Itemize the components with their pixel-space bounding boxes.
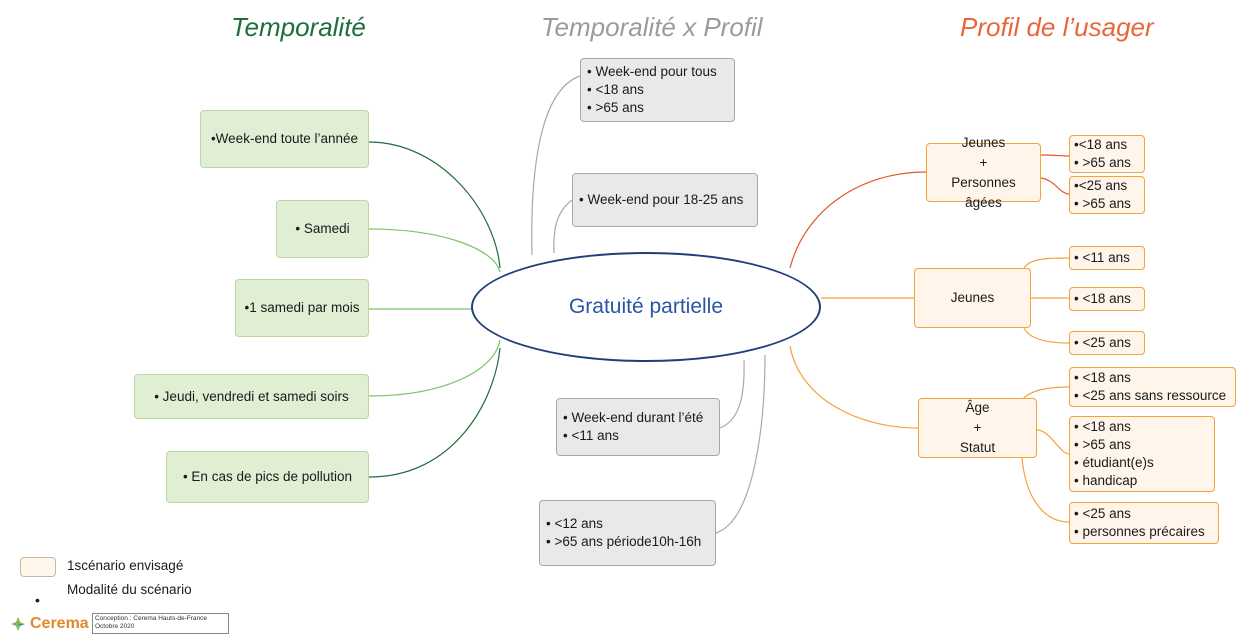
list-item: •<18 ans bbox=[1074, 137, 1128, 152]
temporalite-label: • Samedi bbox=[295, 221, 350, 236]
profil-leaf-2: •<25 ans • >65 ans bbox=[1069, 176, 1145, 214]
link-12-ans bbox=[715, 354, 766, 534]
profil-leaf-5: • <25 ans bbox=[1069, 331, 1145, 355]
list-item: • <18 ans bbox=[1074, 419, 1131, 434]
list-item: • handicap bbox=[1074, 473, 1138, 488]
temporalite-label: •1 samedi par mois bbox=[244, 300, 360, 315]
link-jeunes-agees bbox=[789, 171, 927, 269]
profil-leaf-3: • <11 ans bbox=[1069, 246, 1145, 270]
list-item: • personnes précaires bbox=[1074, 524, 1205, 539]
temporalite-label: •Week-end toute l’année bbox=[210, 131, 359, 146]
link-leaf-2 bbox=[1040, 177, 1070, 195]
group-label-line: Personnes âgées bbox=[951, 174, 1016, 210]
profil-leaf-1: •<18 ans • >65 ans bbox=[1069, 135, 1145, 173]
list-item: • <18 ans bbox=[587, 82, 644, 97]
list-item: • <18 ans bbox=[1074, 370, 1131, 385]
profil-leaf-8: • <25 ans • personnes précaires bbox=[1069, 502, 1219, 544]
link-weekend-ete bbox=[719, 359, 745, 429]
temporalite-label: • Jeudi, vendredi et samedi soirs bbox=[154, 388, 349, 404]
link-leaf-3 bbox=[1023, 257, 1070, 269]
temporalite-box-3: •1 samedi par mois bbox=[235, 279, 369, 337]
link-pollution bbox=[368, 347, 501, 478]
list-item: • étudiant(e)s bbox=[1074, 455, 1154, 470]
profil-leaf-7: • <18 ans • >65 ans • étudiant(e)s • han… bbox=[1069, 416, 1215, 492]
list-item: • <25 ans bbox=[1074, 335, 1131, 350]
credit-line: Octobre 2020 bbox=[95, 623, 135, 630]
temporalite-box-1: •Week-end toute l’année bbox=[200, 110, 369, 168]
legend-modalite-label: Modalité du scénario bbox=[67, 582, 192, 597]
list-item: • <18 ans bbox=[1074, 291, 1131, 306]
link-leaf-7 bbox=[1036, 429, 1070, 455]
profil-group-jeunes-agees: Jeunes + Personnes âgées bbox=[926, 135, 1041, 210]
temporalite-box-2: • Samedi bbox=[276, 200, 369, 258]
link-jeudi bbox=[368, 339, 501, 397]
credit-box: Conception : Cerema Hauts-de-France Octo… bbox=[92, 613, 229, 634]
group-label-line: Âge bbox=[965, 400, 990, 415]
list-item: • >65 ans bbox=[587, 100, 644, 115]
temporalite-profil-box-1: • Week-end pour tous • <18 ans • >65 ans bbox=[580, 58, 735, 122]
list-item: • <12 ans bbox=[546, 516, 603, 531]
list-item: • <11 ans bbox=[1074, 250, 1130, 265]
list-item: • >65 ans période10h-16h bbox=[546, 534, 702, 549]
cerema-logo-text: Cerema bbox=[30, 615, 89, 632]
title-profil-usager: Profil de l’usager bbox=[960, 12, 1154, 42]
profil-leaf-6: • <18 ans • <25 ans sans ressource bbox=[1069, 367, 1236, 407]
group-label-line: + bbox=[973, 420, 982, 435]
group-label-line: Statut bbox=[959, 440, 996, 455]
legend-scenario-label: 1scénario envisagé bbox=[67, 558, 184, 573]
legend-bullet-symbol: • bbox=[35, 592, 40, 608]
group-label-line: Jeunes bbox=[961, 134, 1006, 150]
link-weekend-tous bbox=[531, 75, 581, 256]
title-temporalite: Temporalité bbox=[231, 12, 366, 42]
link-leaf-8 bbox=[1021, 457, 1070, 523]
list-item: • >65 ans bbox=[1074, 196, 1131, 211]
list-item: • <25 ans bbox=[1074, 506, 1131, 521]
temporalite-box-5: • En cas de pics de pollution bbox=[166, 451, 369, 503]
profil-group-jeunes: Jeunes bbox=[914, 268, 1031, 328]
temporalite-profil-box-3: • Week-end durant l’été • <11 ans bbox=[556, 398, 720, 456]
credit-line: Conception : Cerema Hauts-de-France bbox=[95, 615, 207, 622]
legend-scenario-swatch bbox=[20, 557, 56, 577]
temporalite-profil-box-2: • Week-end pour 18-25 ans bbox=[572, 173, 758, 227]
link-leaf-1 bbox=[1040, 154, 1070, 157]
center-node: Gratuité partielle bbox=[471, 252, 821, 362]
group-label-line: + bbox=[979, 154, 988, 170]
link-leaf-6 bbox=[1021, 386, 1070, 401]
temporalite-box-4: • Jeudi, vendredi et samedi soirs bbox=[134, 374, 369, 419]
temporalite-label: • En cas de pics de pollution bbox=[182, 469, 353, 484]
list-item: • Week-end durant l’été bbox=[563, 410, 704, 425]
link-leaf-5 bbox=[1023, 327, 1070, 344]
group-label-line: Jeunes bbox=[950, 290, 995, 305]
list-item: • <25 ans sans ressource bbox=[1074, 388, 1227, 403]
list-item: • >65 ans bbox=[1074, 437, 1131, 452]
title-temporalite-profil: Temporalité x Profil bbox=[541, 12, 763, 42]
list-item: • >65 ans bbox=[1074, 155, 1131, 170]
list-item: • <11 ans bbox=[563, 428, 619, 443]
link-samedi bbox=[368, 228, 501, 273]
cerema-logo: Cerema bbox=[10, 615, 89, 633]
link-age-statut bbox=[789, 345, 919, 429]
temporalite-profil-box-4: • <12 ans • >65 ans période10h-16h bbox=[539, 500, 716, 566]
center-label: Gratuité partielle bbox=[568, 295, 724, 318]
profil-leaf-4: • <18 ans bbox=[1069, 287, 1145, 311]
cerema-logo-icon bbox=[11, 617, 25, 631]
list-item: • Week-end pour 18-25 ans bbox=[579, 192, 744, 207]
link-weekend-18-25 bbox=[553, 199, 573, 254]
list-item: • Week-end pour tous bbox=[587, 64, 717, 79]
list-item: •<25 ans bbox=[1074, 178, 1128, 193]
link-weekend-annee bbox=[368, 141, 501, 269]
profil-group-age-statut: Âge + Statut bbox=[918, 398, 1037, 458]
